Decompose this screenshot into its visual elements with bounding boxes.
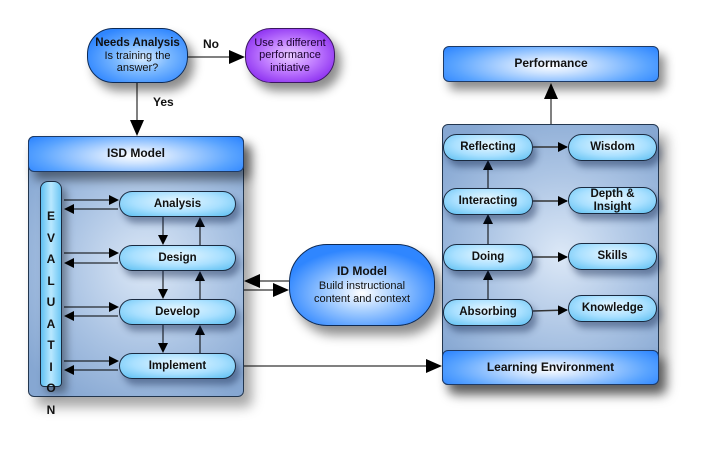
stage-label: Absorbing <box>459 306 517 319</box>
arrow-absorbing-to-knowledge <box>532 305 568 316</box>
decision-yes-label: Yes <box>153 95 174 109</box>
outcome-wisdom: Wisdom <box>568 134 657 161</box>
evaluation-letter: T <box>47 338 55 352</box>
phase-develop: Develop <box>119 299 236 325</box>
isd-model-header: ISD Model <box>28 136 244 172</box>
evaluation-letter: U <box>46 295 56 309</box>
phase-label: Design <box>158 251 197 264</box>
isd-model-title: ISD Model <box>106 146 165 161</box>
outcome-label: Wisdom <box>590 141 635 154</box>
learning-environment-title: Learning Environment <box>486 359 615 374</box>
performance-header: Performance <box>443 46 659 82</box>
outcome-depth-insight: Depth & Insight <box>568 187 657 214</box>
stage-label: Interacting <box>458 195 518 208</box>
needs-analysis-question: Is training the answer? <box>104 49 171 74</box>
outcome-label: Depth & Insight <box>590 188 635 213</box>
performance-title: Performance <box>514 56 588 71</box>
outcome-knowledge: Knowledge <box>568 295 657 322</box>
outcome-skills: Skills <box>568 243 657 270</box>
phase-label: Develop <box>155 305 200 318</box>
stage-doing: Doing <box>443 244 533 271</box>
evaluation-letter: N <box>46 402 56 417</box>
learning-environment-header: Learning Environment <box>442 350 659 385</box>
phase-label: Implement <box>148 359 207 372</box>
phase-design: Design <box>119 245 236 271</box>
stage-reflecting: Reflecting <box>443 134 533 161</box>
stage-label: Reflecting <box>460 141 516 154</box>
decision-no-label: No <box>203 37 219 51</box>
needs-analysis-node: Needs Analysis Is training the answer? <box>87 28 188 83</box>
phase-implement: Implement <box>119 353 236 379</box>
evaluation-letter: V <box>46 230 55 245</box>
id-model-title: ID Model <box>337 263 387 278</box>
stage-interacting: Interacting <box>443 188 533 215</box>
needs-analysis-title: Needs Analysis <box>95 36 180 49</box>
evaluation-letter: L <box>47 273 55 288</box>
outcome-label: Skills <box>597 250 628 263</box>
evaluation-letter: O <box>46 381 56 395</box>
stage-absorbing: Absorbing <box>443 299 533 326</box>
id-model-node: ID Model Build instructional content and… <box>289 244 435 326</box>
phase-label: Analysis <box>153 197 202 210</box>
alternative-initiative-text: Use a different performance initiative <box>254 37 326 74</box>
alternative-initiative-node: Use a different performance initiative <box>245 28 335 83</box>
evaluation-letter: A <box>46 252 56 266</box>
evaluation-bar: E V A L U A T I O N <box>40 181 62 417</box>
stage-label: Doing <box>471 251 505 264</box>
outcome-label: Knowledge <box>581 302 644 315</box>
phase-analysis: Analysis <box>119 191 236 217</box>
evaluation-letter: E <box>46 209 55 223</box>
evaluation-letter: A <box>46 316 56 331</box>
id-model-description: Build instructional content and context <box>313 280 410 305</box>
evaluation-letter: I <box>49 359 53 374</box>
